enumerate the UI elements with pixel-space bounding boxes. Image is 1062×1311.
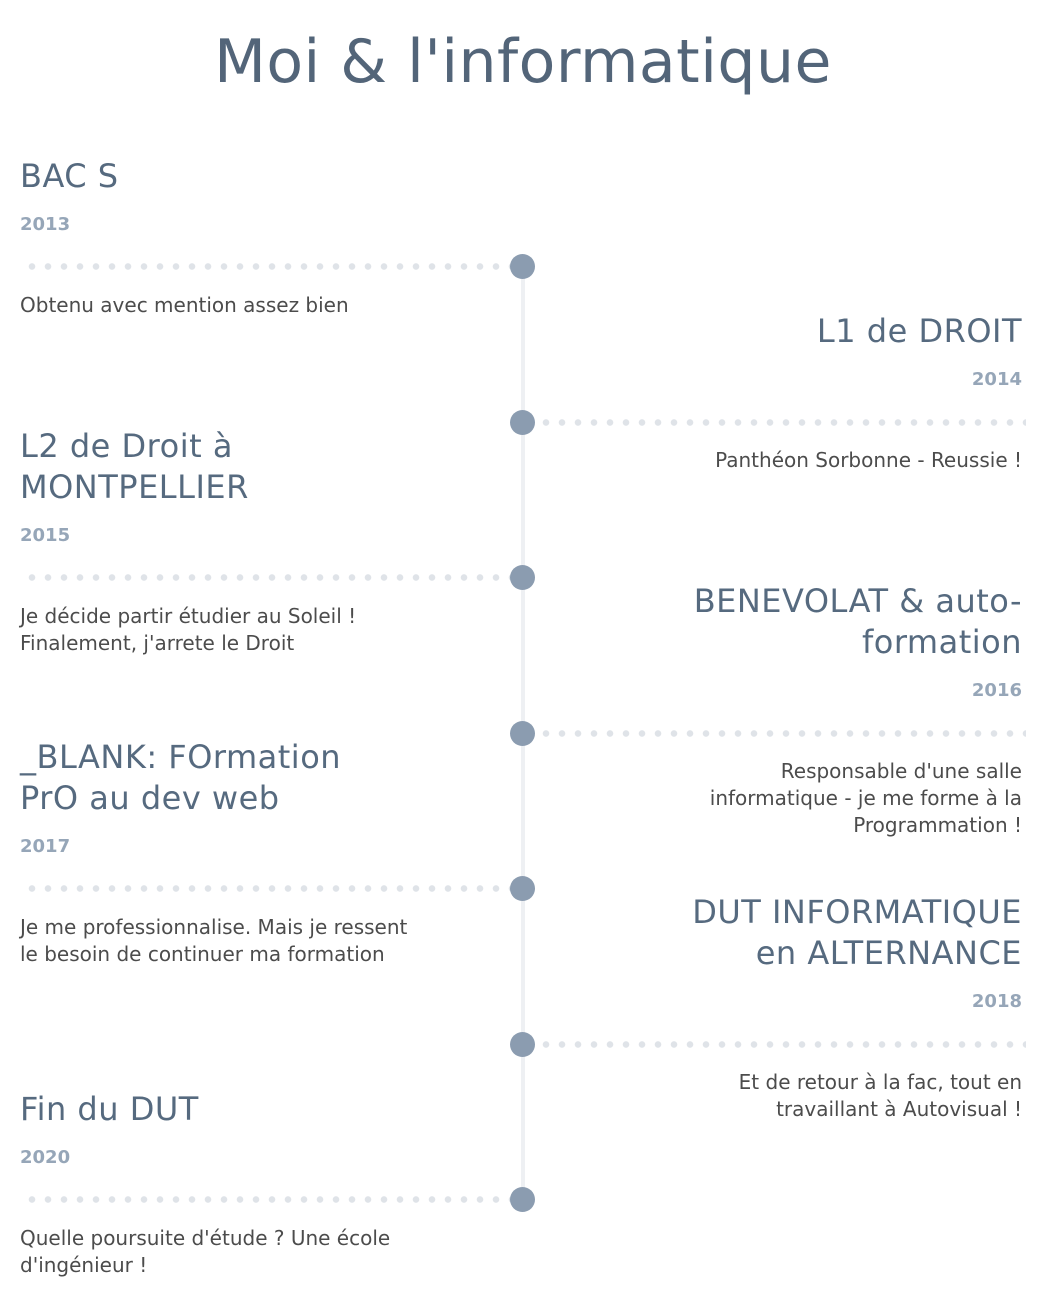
timeline-connector-dots [24,574,512,581]
timeline-entry-2016: BENEVOLAT & auto-formation 2016 Responsa… [522,581,1022,839]
timeline-connector-dots [538,419,1026,426]
entry-description: Responsable d'une salle informatique - j… [709,759,1022,837]
entry-description: Quelle poursuite d'étude ? Une école d'i… [20,1226,391,1277]
page-title: Moi & l'informatique [214,27,832,97]
entry-title: Fin du DUT [20,1090,199,1128]
timeline-entry-2013: BAC S 2013 Obtenu avec mention assez bie… [20,156,520,319]
entry-year: 2020 [20,1147,71,1168]
timeline-node [510,565,535,590]
timeline-entry-2015: L2 de Droit à MONTPELLIER 2015 Je décide… [20,426,520,657]
timeline-node [510,1187,535,1212]
entry-description: Je me professionnalise. Mais je ressent … [20,915,408,966]
timeline-node [510,254,535,279]
entry-title: BAC S [20,157,119,195]
entry-year: 2018 [971,991,1022,1012]
timeline-node [510,410,535,435]
entry-year: 2014 [971,369,1022,390]
entry-title: L1 de DROIT [816,312,1022,350]
entry-description: Je décide partir étudier au Soleil ! Fin… [20,604,357,655]
entry-title: L2 de Droit à MONTPELLIER [20,427,249,506]
timeline-connector-dots [538,1041,1026,1048]
timeline-node [510,876,535,901]
entry-year: 2016 [971,680,1022,701]
entry-year: 2013 [20,214,71,235]
entry-title: _BLANK: FOrmation PrO au dev web [20,738,342,817]
entry-description: Obtenu avec mention assez bien [20,293,349,317]
timeline-entry-2018: DUT INFORMATIQUE en ALTERNANCE 2018 Et d… [522,892,1022,1123]
timeline-connector-dots [538,730,1026,737]
timeline-node [510,1032,535,1057]
timeline-entry-2017: _BLANK: FOrmation PrO au dev web 2017 Je… [20,737,520,968]
entry-year: 2017 [20,836,71,857]
timeline-connector-dots [24,1196,512,1203]
entry-year: 2015 [20,525,71,546]
timeline-entry-2014: L1 de DROIT 2014 Panthéon Sorbonne - Reu… [522,311,1022,474]
entry-title: DUT INFORMATIQUE en ALTERNANCE [692,893,1022,972]
timeline-entry-2020: Fin du DUT 2020 Quelle poursuite d'étude… [20,1089,520,1279]
timeline-connector-dots [24,263,512,270]
entry-description: Panthéon Sorbonne - Reussie ! [715,448,1022,472]
timeline-node [510,721,535,746]
entry-description: Et de retour à la fac, tout en travailla… [738,1070,1022,1121]
entry-title: BENEVOLAT & auto-formation [693,582,1022,661]
timeline-connector-dots [24,885,512,892]
